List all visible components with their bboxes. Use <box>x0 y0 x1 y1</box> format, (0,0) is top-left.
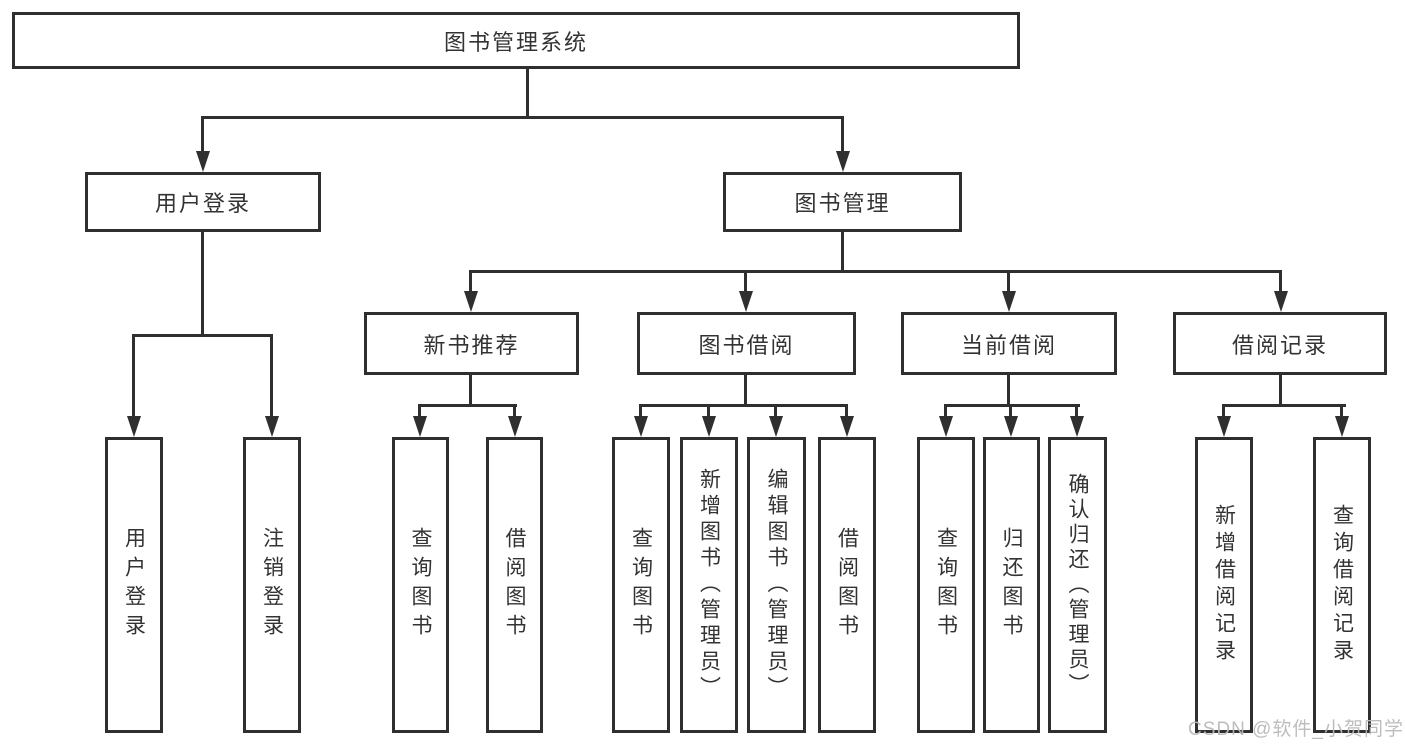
connector-line <box>841 232 844 272</box>
connector-line <box>1279 375 1282 406</box>
connector-line <box>132 334 135 418</box>
arrow-down-icon <box>939 416 953 437</box>
connector-line <box>513 404 516 418</box>
connector-line <box>707 404 710 418</box>
arrow-down-icon <box>739 291 753 312</box>
node-current-borrow: 当前借阅 <box>901 312 1117 375</box>
connector-line <box>469 270 472 293</box>
arrow-down-icon <box>1335 416 1349 437</box>
node-borrow-records: 借阅记录 <box>1173 312 1387 375</box>
csdn-watermark: CSDN @软件_小贺同学 <box>1188 719 1404 740</box>
connector-line <box>526 69 529 118</box>
leaf-logout: 注销登录 <box>243 437 301 733</box>
leaf-borrow-books-recommend: 借阅图书 <box>486 437 543 733</box>
arrow-down-icon <box>127 416 141 437</box>
node-user-login: 用户登录 <box>85 172 321 232</box>
node-book-borrow: 图书借阅 <box>637 312 856 375</box>
connector-line <box>774 404 777 418</box>
leaf-borrow-books: 借阅图书 <box>818 437 876 733</box>
connector-line <box>944 404 947 418</box>
arrow-down-icon <box>769 416 783 437</box>
connector-line <box>201 116 204 152</box>
arrow-down-icon <box>1070 416 1084 437</box>
arrow-down-icon <box>196 151 210 172</box>
connector-line <box>201 232 204 336</box>
leaf-confirm-return-admin: 确认归还（管理员） <box>1048 437 1107 733</box>
leaf-return-book: 归还图书 <box>983 437 1040 733</box>
connector-line <box>1007 375 1010 406</box>
connector-line <box>418 404 517 407</box>
connector-line <box>841 116 844 152</box>
connector-line <box>469 270 1282 273</box>
arrow-down-icon <box>840 416 854 437</box>
connector-line <box>639 404 848 407</box>
connector-line <box>1075 404 1078 418</box>
connector-line <box>1222 404 1225 418</box>
arrow-down-icon <box>1217 416 1231 437</box>
leaf-query-borrow-record: 查询借阅记录 <box>1313 437 1371 733</box>
connector-line <box>201 116 844 119</box>
leaf-add-borrow-record: 新增借阅记录 <box>1195 437 1253 733</box>
arrow-down-icon <box>265 416 279 437</box>
arrow-down-icon <box>634 416 648 437</box>
arrow-down-icon <box>702 416 716 437</box>
leaf-query-books-recommend: 查询图书 <box>392 437 449 733</box>
arrow-down-icon <box>1004 416 1018 437</box>
connector-line <box>1007 270 1010 293</box>
arrow-down-icon <box>508 416 522 437</box>
leaf-query-books-borrow: 查询图书 <box>612 437 670 733</box>
leaf-user-login: 用户登录 <box>105 437 163 733</box>
node-book-management: 图书管理 <box>723 172 962 232</box>
connector-line <box>270 334 273 418</box>
connector-line <box>1222 404 1346 407</box>
connector-line <box>744 270 747 293</box>
connector-line <box>744 375 747 406</box>
leaf-add-book-admin: 新增图书（管理员） <box>680 437 738 733</box>
node-library-management-system: 图书管理系统 <box>12 12 1020 69</box>
arrow-down-icon <box>1002 291 1016 312</box>
connector-line <box>1279 270 1282 293</box>
arrow-down-icon <box>413 416 427 437</box>
arrow-down-icon <box>464 291 478 312</box>
connector-line <box>132 334 273 337</box>
connector-line <box>418 404 421 418</box>
arrow-down-icon <box>836 151 850 172</box>
leaf-edit-book-admin: 编辑图书（管理员） <box>747 437 806 733</box>
connector-line <box>639 404 642 418</box>
connector-line <box>944 404 1080 407</box>
arrow-down-icon <box>1274 291 1288 312</box>
connector-line <box>1340 404 1343 418</box>
connector-line <box>1009 404 1012 418</box>
connector-line <box>845 404 848 418</box>
leaf-query-books-current: 查询图书 <box>917 437 975 733</box>
connector-line <box>469 375 472 406</box>
node-new-book-recommend: 新书推荐 <box>364 312 579 375</box>
